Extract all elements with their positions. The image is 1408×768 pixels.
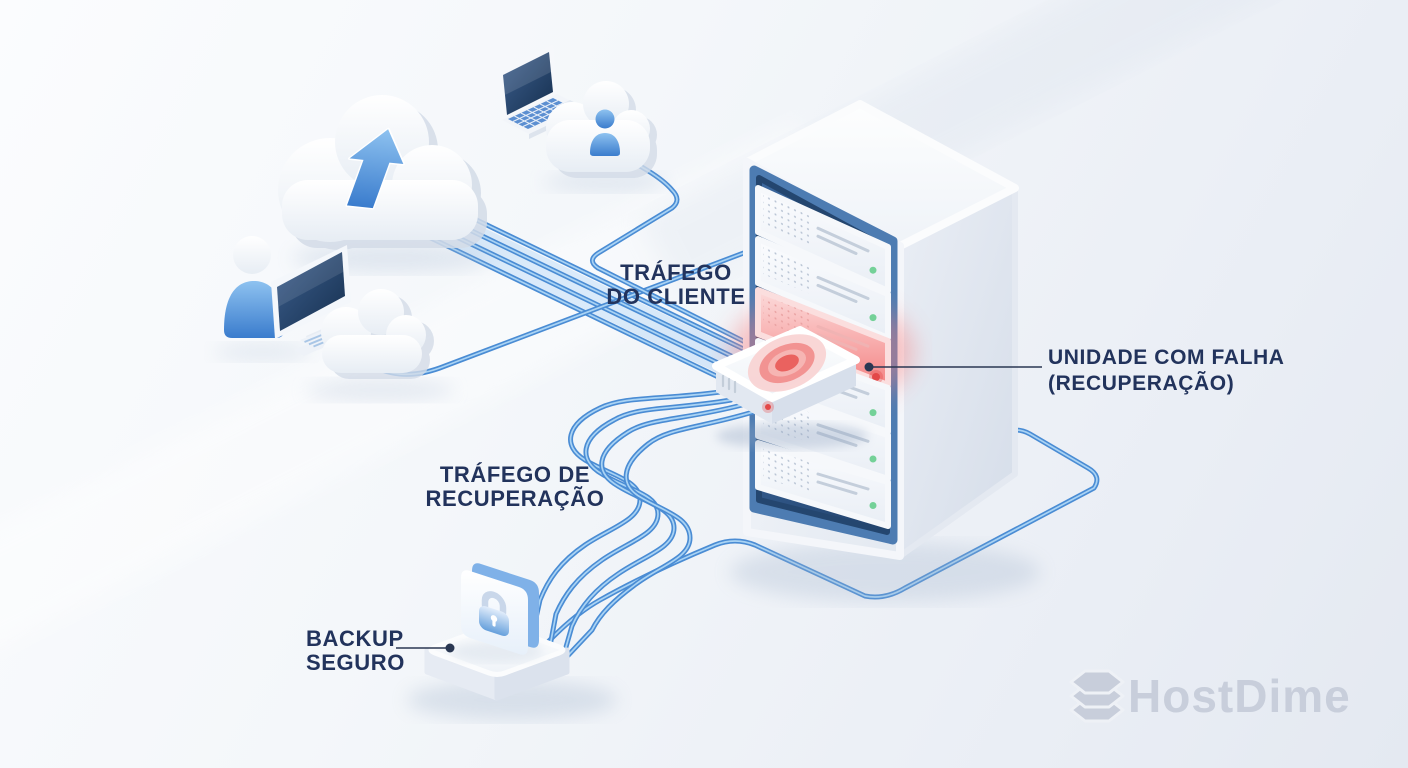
client-cloud-icon [305,289,455,401]
user-body [224,281,284,338]
drive-shadow [716,423,868,449]
status-led-green [869,266,877,274]
user-icon [590,109,620,156]
user-cloud-icon [543,81,667,192]
hostdime-wordmark: HostDime [1128,670,1351,722]
secure-backup-leader [396,643,455,653]
drive-bay [755,440,891,529]
server-shadow [730,542,1040,602]
status-led-green [869,455,877,463]
status-led-green [869,314,877,322]
padlock-icon [479,591,509,637]
backup-shadow [407,680,617,720]
label-line: SEGURO [306,650,405,675]
label-line: TRÁFEGO [620,260,732,285]
upload-arrow-icon [345,127,405,210]
monitor-screen [277,252,345,331]
label-failed-unit: UNIDADE COM FALHA (RECUPERAÇÃO) [1048,345,1285,397]
label-line: UNIDADE COM FALHA [1048,346,1285,369]
drive-bay [755,185,891,294]
label-secure-backup: BACKUP SEGURO [306,627,405,675]
cloud-upload-icon [278,95,488,273]
laptop-screen [503,52,553,115]
client-user-icon [214,236,310,361]
label-line: TRÁFEGO DE [439,462,591,487]
label-line: BACKUP [306,626,404,651]
label-line: (RECUPERAÇÃO) [1048,372,1235,395]
label-recovery-traffic: TRÁFEGO DE RECUPERAÇÃO [398,463,632,511]
status-led-green [869,409,877,417]
failure-glow-ring [747,334,827,392]
backup-device-icon [407,563,617,720]
status-led-green [869,502,877,509]
drive-alert-led [765,404,771,410]
drive-vents [721,374,737,394]
failed-drive-icon [712,326,868,449]
padlock-tile [461,563,539,655]
label-line: DO CLIENTE [606,284,746,309]
recovery-traffic-cables [533,389,756,667]
status-led-red [872,373,880,381]
label-line: RECUPERAÇÃO [425,486,605,511]
user-head [233,236,271,274]
label-client-traffic: TRÁFEGO DO CLIENTE [566,261,786,309]
failed-unit-leader [864,362,1042,372]
hostdime-logo-icon [1069,669,1125,723]
